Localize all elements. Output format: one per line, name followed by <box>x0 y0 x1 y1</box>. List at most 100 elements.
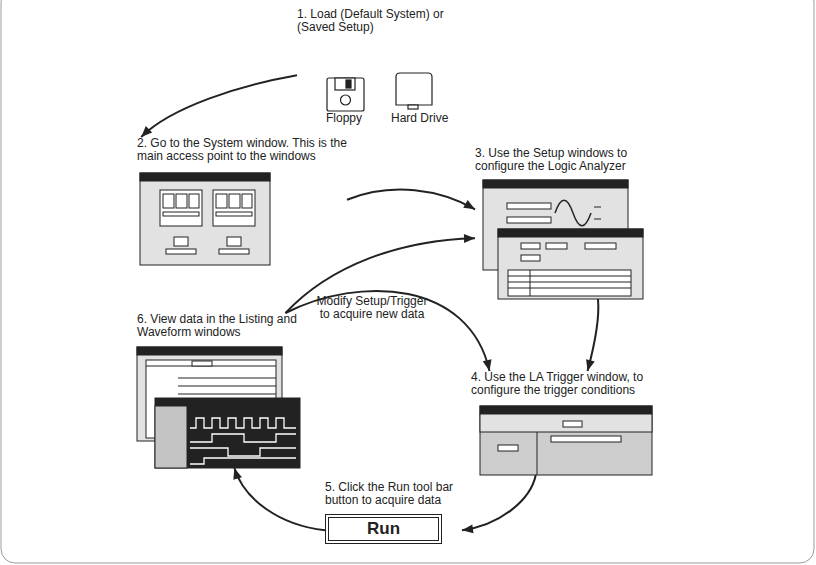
waveform-window-part <box>190 434 296 442</box>
flow-arrow <box>462 475 536 533</box>
flow-arrow <box>286 291 492 371</box>
listing-window-part <box>178 394 276 395</box>
setup-window-back-part <box>507 217 551 223</box>
setup-window-back-part <box>483 180 628 188</box>
waveform-window <box>155 398 300 468</box>
arrow-head <box>483 359 492 371</box>
setup-window-back-part <box>594 219 601 220</box>
setup-window-front-part <box>508 270 631 296</box>
setup-window-front-part <box>530 270 531 296</box>
system-window-part <box>216 194 227 208</box>
run-step: 5. Click the Run tool bar button to acqu… <box>325 481 462 545</box>
flow-arrow <box>347 190 475 210</box>
system-window-part <box>166 249 196 254</box>
system-window-part <box>213 190 255 226</box>
system-window-part <box>216 212 252 216</box>
setup-window-front <box>498 229 643 299</box>
floppy-icon <box>327 78 364 111</box>
arrow-head <box>586 359 595 371</box>
step-caption: 3. Use the Setup windows to configure th… <box>475 147 647 173</box>
setup-window-front-part <box>585 243 616 249</box>
step-caption: 6. View data in the Listing and Waveform… <box>137 313 302 339</box>
hard-drive-icon-part <box>408 105 418 109</box>
system-window-part <box>174 237 188 246</box>
flow-arrow <box>586 299 598 371</box>
trigger-window-part <box>480 406 652 475</box>
setup-window-back-part <box>507 203 551 209</box>
setup-window-front-part <box>498 229 643 299</box>
trigger-window-part <box>498 445 518 451</box>
system-window-part <box>227 237 241 246</box>
setup-window-back-part <box>594 207 601 208</box>
trigger-window-part <box>480 414 652 432</box>
arrow-line <box>141 75 297 137</box>
system-window-part <box>176 194 187 208</box>
step-caption: 4. Use the LA Trigger window, to configu… <box>471 371 656 397</box>
setup-window-back-part <box>555 200 591 226</box>
system-window-part <box>140 173 270 181</box>
media-label: Floppy <box>326 112 362 125</box>
listing-window-part <box>178 386 276 387</box>
view-step: 6. View data in the Listing and Waveform… <box>137 313 302 468</box>
arrow-head <box>233 468 242 480</box>
step-caption: 2. Go to the System window. This is the … <box>137 137 347 163</box>
arrow-label: Modify Setup/Trigger to acquire new data <box>316 295 428 321</box>
setup-step: 3. Use the Setup windows to configure th… <box>475 147 647 299</box>
trigger-window-part <box>563 421 582 427</box>
arrow-line <box>462 475 536 530</box>
trigger-window-part <box>537 432 538 475</box>
hard-drive-icon-part <box>396 73 432 105</box>
load-step: 1. Load (Default System) or (Saved Setup… <box>297 8 455 126</box>
system-window-part <box>160 190 202 226</box>
waveform-window-part <box>155 398 300 468</box>
floppy-icon-part <box>335 78 355 90</box>
arrow-line <box>347 190 475 210</box>
hard-drive-icon <box>396 73 432 109</box>
waveform-window-part <box>190 418 296 428</box>
system-window-part <box>229 194 240 208</box>
waveform-window-part <box>190 458 296 464</box>
media-label: Hard Drive <box>391 112 448 125</box>
arrow-head <box>462 524 473 533</box>
floppy-icon-part <box>327 78 364 111</box>
trigger-window-part <box>551 436 621 442</box>
setup-window-front-part <box>546 243 567 249</box>
waveform-window-part <box>190 448 296 456</box>
run-button: Run <box>325 514 442 544</box>
arrow-line <box>588 299 599 371</box>
arrow-line <box>286 291 490 371</box>
setup-window-front-part <box>508 282 631 283</box>
listing-window-part <box>137 347 282 355</box>
system-window-part <box>189 194 199 208</box>
step-caption: 5. Click the Run tool bar button to acqu… <box>325 481 462 507</box>
system-window <box>140 173 270 265</box>
floppy-icon-part <box>346 80 351 88</box>
trigger-step: 4. Use the LA Trigger window, to configu… <box>471 371 656 475</box>
arrow-head <box>463 200 475 209</box>
step-caption: 1. Load (Default System) or (Saved Setup… <box>297 8 455 34</box>
system-window-part <box>163 194 174 208</box>
trigger-window <box>480 406 652 475</box>
setup-window-front-part <box>498 229 643 237</box>
system-window-part <box>219 249 249 254</box>
flow-arrow <box>233 468 325 530</box>
listing-window-part <box>192 361 212 366</box>
system-window-part <box>140 173 270 265</box>
system-window-part <box>242 194 252 208</box>
setup-window-front-part <box>508 288 631 289</box>
arrow-line <box>234 468 325 530</box>
system-window-part <box>163 212 199 216</box>
flow-arrow <box>141 75 297 137</box>
setup-window-front-part <box>521 243 540 249</box>
system-step: 2. Go to the System window. This is the … <box>137 137 347 265</box>
trigger-window-part <box>480 406 652 414</box>
listing-window-part <box>178 378 276 379</box>
setup-window-front-part <box>508 276 631 277</box>
arrow-head <box>141 126 152 137</box>
arrow-head <box>464 234 475 243</box>
setup-window-front-part <box>521 255 540 261</box>
floppy-icon-part <box>341 95 351 105</box>
